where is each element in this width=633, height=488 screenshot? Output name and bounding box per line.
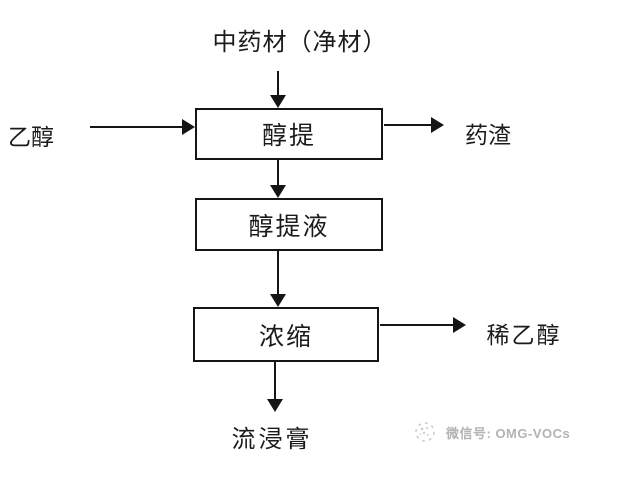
label-fluid-extract-output: 流浸膏 (231, 426, 313, 453)
watermark-text: 微信号: OMG-VOCs (446, 425, 571, 441)
arrowhead-down-icon (270, 185, 286, 198)
arrowhead-right-icon (431, 117, 444, 133)
arrow-ethanol-to-extraction (90, 126, 183, 128)
arrowhead-right-icon (453, 317, 466, 333)
arrowhead-down-icon (267, 399, 283, 412)
arrow-liquid-to-concentration (277, 251, 279, 294)
watermark: 微信号: OMG-VOCs (412, 420, 570, 444)
process-box-concentration-label: 浓缩 (258, 322, 313, 351)
arrow-concentration-to-fluid-extract (274, 362, 276, 399)
label-ethanol-input: 乙醇 (8, 124, 54, 150)
arrowhead-down-icon (270, 95, 286, 108)
process-box-extract-liquid-label: 醇提液 (248, 212, 330, 241)
diagram-title: 中药材（净材） (212, 29, 388, 56)
process-box-extraction: 醇提 (195, 108, 383, 160)
process-box-concentration: 浓缩 (193, 307, 379, 362)
arrow-extraction-to-residue (384, 124, 432, 126)
label-residue-output: 药渣 (465, 122, 511, 148)
arrow-concentration-to-dilute-ethanol (380, 324, 454, 326)
arrow-extraction-to-liquid (277, 160, 279, 185)
arrowhead-right-icon (182, 119, 195, 135)
process-box-extract-liquid: 醇提液 (195, 198, 383, 251)
wechat-logo-icon (415, 422, 435, 442)
label-dilute-ethanol-output: 稀乙醇 (486, 322, 562, 348)
arrow-title-to-extraction (277, 71, 279, 95)
process-box-extraction-label: 醇提 (261, 122, 316, 150)
arrowhead-down-icon (270, 294, 286, 307)
